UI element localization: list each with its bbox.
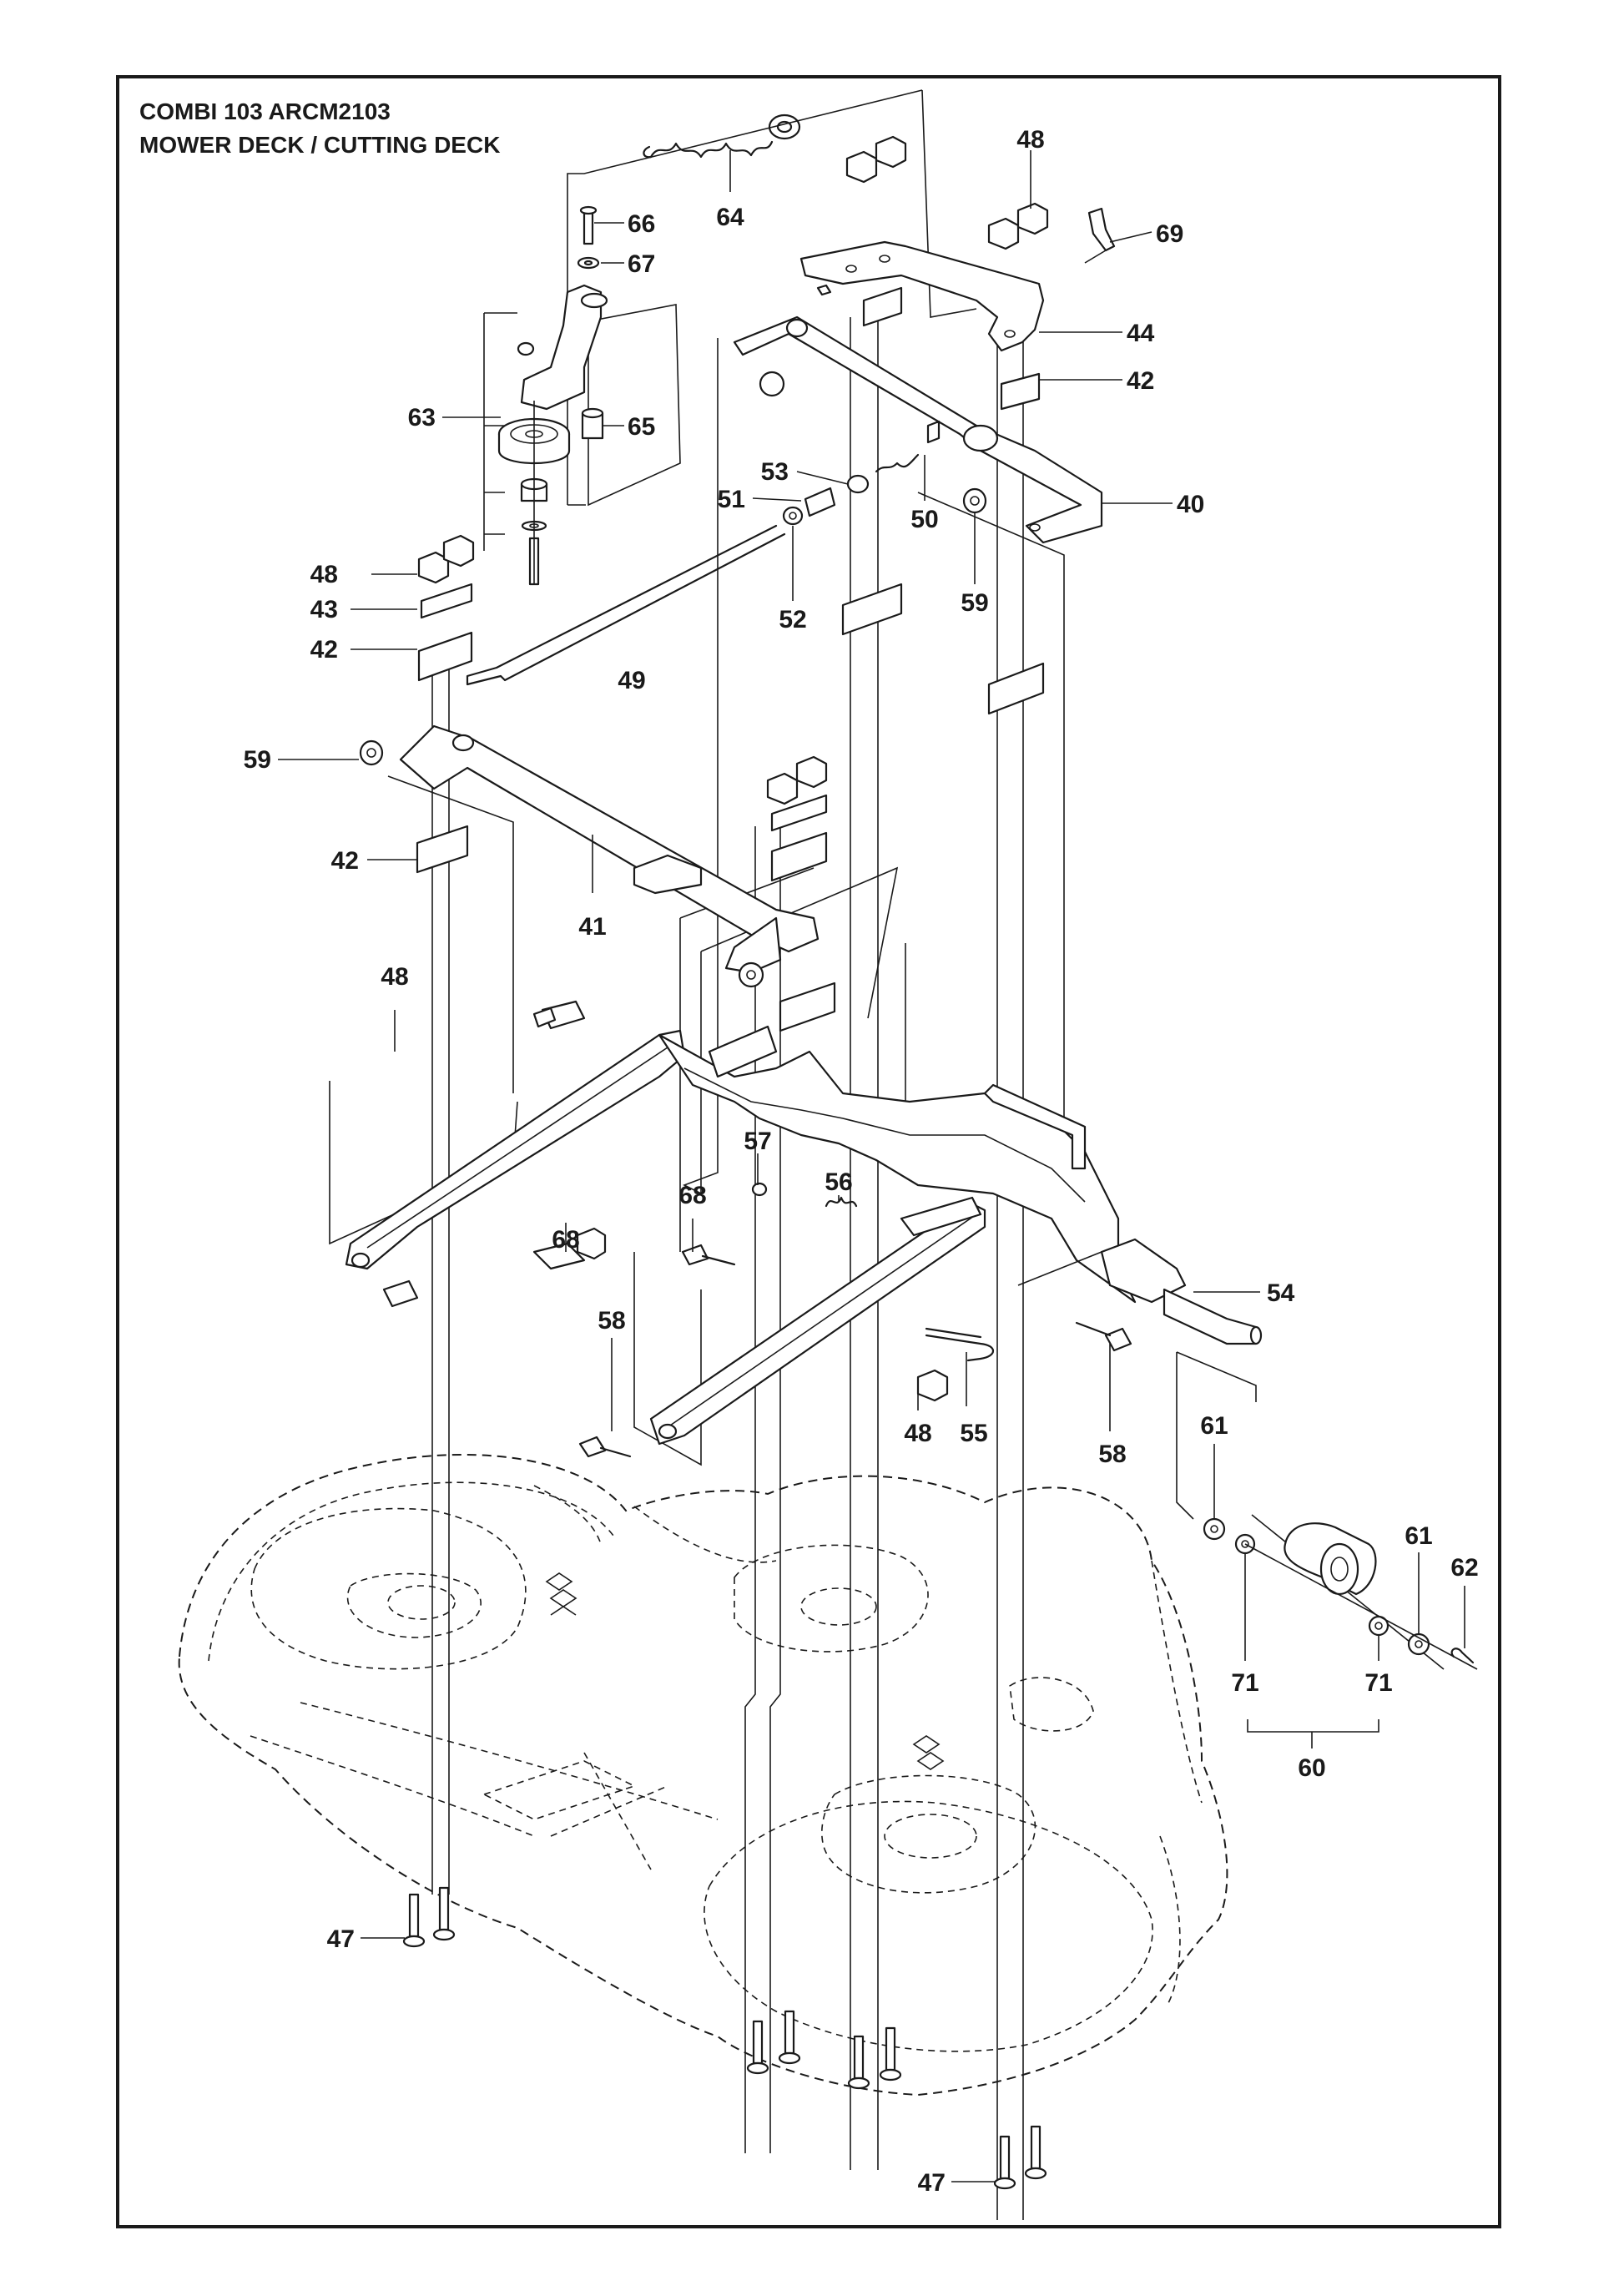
callout-59-left: 59 <box>244 746 271 774</box>
callout-62: 62 <box>1450 1554 1478 1582</box>
callout-59-upper: 59 <box>961 589 988 617</box>
callout-49: 49 <box>618 667 645 694</box>
callout-57: 57 <box>744 1128 771 1155</box>
callout-64: 64 <box>716 204 744 231</box>
top-nuts <box>845 135 1049 250</box>
callout-69: 69 <box>1156 220 1183 248</box>
diagram-title: COMBI 103 ARCM2103 MOWER DECK / CUTTING … <box>139 95 500 162</box>
callout-71-left: 71 <box>1231 1669 1258 1697</box>
callout-56: 56 <box>825 1168 852 1196</box>
callout-61-right: 61 <box>1405 1522 1432 1550</box>
part-65-spacer <box>581 407 604 440</box>
assembly-lines <box>431 317 1024 2220</box>
callout-42-top: 42 <box>1127 367 1154 395</box>
part-47-bolts <box>402 1886 1047 2190</box>
callout-61-left: 61 <box>1200 1412 1228 1440</box>
callout-40: 40 <box>1177 491 1204 518</box>
title-section: MOWER DECK / CUTTING DECK <box>139 132 501 158</box>
callout-44: 44 <box>1127 320 1155 347</box>
part-41-shaft <box>399 724 820 988</box>
part-40-shaft <box>733 315 1103 544</box>
right-mid-fasteners <box>766 755 836 1032</box>
callout-54: 54 <box>1267 1279 1295 1307</box>
callout-58-right: 58 <box>1098 1441 1126 1468</box>
callout-65: 65 <box>628 413 655 441</box>
callout-67: 67 <box>628 250 655 278</box>
callout-42-mid: 42 <box>331 847 359 875</box>
callout-51: 51 <box>718 486 745 513</box>
part-55-pin <box>925 1327 995 1362</box>
center-frame <box>658 1025 1137 1304</box>
part-56-57-spring <box>751 1182 858 1208</box>
callout-48-top: 48 <box>1016 126 1044 154</box>
callout-60: 60 <box>1298 1754 1325 1782</box>
bolts-68-58 <box>578 1244 1132 1458</box>
mower-deck <box>178 1454 1228 2097</box>
part-64-spring <box>643 114 801 159</box>
left-lift-arm <box>345 1000 686 1308</box>
part-69-clip <box>1084 207 1116 264</box>
callout-42-left: 42 <box>310 636 338 664</box>
part-53-51-52-rod-parts <box>782 453 920 526</box>
callout-68-left: 68 <box>552 1226 579 1254</box>
part-42-upper-right-blocks <box>841 286 1045 715</box>
callout-50: 50 <box>910 506 938 533</box>
callout-labels: 64 66 67 63 65 48 48 69 44 42 53 51 50 4… <box>244 126 1479 2197</box>
callout-43: 43 <box>310 596 338 623</box>
callout-47-left: 47 <box>327 1925 355 1953</box>
title-model: COMBI 103 ARCM2103 <box>139 98 391 124</box>
callout-58-left: 58 <box>598 1307 625 1335</box>
callout-63: 63 <box>408 404 436 431</box>
callout-48-left: 48 <box>310 561 338 588</box>
callout-41: 41 <box>578 913 606 941</box>
part-44-bracket <box>799 240 1045 352</box>
part-59-nuts <box>359 487 987 766</box>
part-60-roller <box>1203 1517 1478 1670</box>
callout-53: 53 <box>761 458 789 486</box>
callout-leaders <box>278 150 1465 2182</box>
callout-68-right: 68 <box>678 1182 706 1209</box>
callout-55: 55 <box>960 1420 987 1447</box>
callout-48-mid: 48 <box>381 963 408 991</box>
part-66-bolt <box>579 205 598 245</box>
callout-48-lower: 48 <box>904 1420 931 1447</box>
part-49-rod <box>466 524 786 686</box>
reference-boundaries <box>329 89 1445 1670</box>
part-63-pulley-bracket <box>483 284 608 586</box>
callout-66: 66 <box>628 210 655 238</box>
left-mid-fasteners <box>416 534 475 874</box>
callout-52: 52 <box>779 606 806 633</box>
callout-47-bottom: 47 <box>918 2169 946 2197</box>
callout-71-right: 71 <box>1364 1669 1392 1697</box>
diagram-frame <box>116 75 1501 2228</box>
right-lift-arm <box>649 1196 1263 1446</box>
part-67-washer <box>577 256 600 270</box>
